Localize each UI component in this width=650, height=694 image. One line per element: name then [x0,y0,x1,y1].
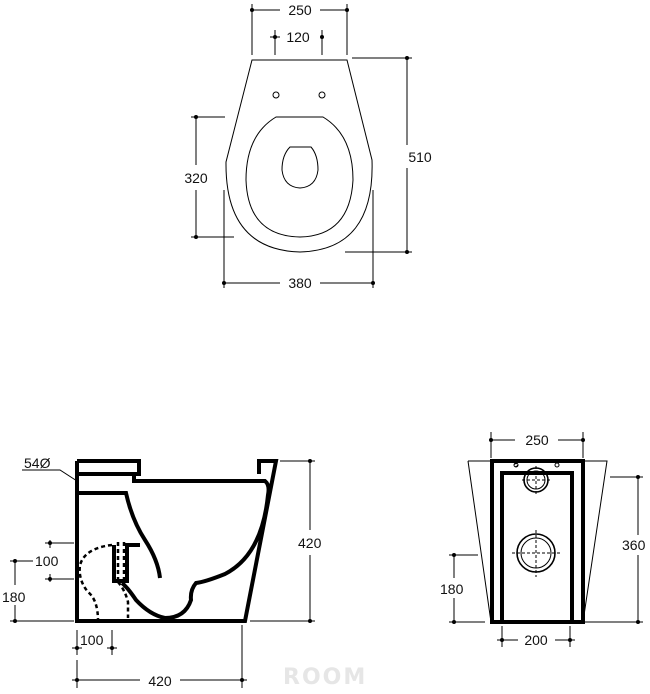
side-outline [75,459,279,623]
dim-180: 180 [2,589,26,605]
inlet-pipe [112,543,140,583]
watermark-logo: ROOM [283,665,367,690]
waste-outlet [512,530,562,577]
dim-420-depth: 420 [148,673,172,689]
dim-100-inlet: 100 [35,553,59,569]
trap-dashed [78,543,130,622]
dim-510: 510 [408,149,432,165]
dim-200: 200 [524,632,548,648]
top-view: 250 120 320 510 380 [184,2,432,291]
dim-rear-180: 180 [440,581,464,597]
side-view: 54Ø 420 100 180 100 420 [2,455,322,689]
rear-frame [490,459,585,624]
bolt-hole-left [272,91,280,99]
dim-54-diameter: 54Ø [24,455,51,471]
water-inlet [522,466,550,494]
rear-view: 250 360 180 200 [440,432,646,648]
dim-420-height: 420 [298,535,322,551]
dim-rear-250: 250 [525,432,549,448]
dim-360: 360 [622,537,646,553]
dim-120: 120 [286,29,310,45]
dim-320: 320 [184,170,208,186]
bolt-hole-right [318,91,326,99]
dim-380: 380 [288,275,312,291]
dim-100-offset: 100 [80,632,104,648]
rear-taper-outline [467,460,608,623]
dim-250: 250 [288,2,312,18]
bowl-outline [225,59,373,253]
seat-outline [245,116,354,238]
bowl-opening [281,146,319,189]
